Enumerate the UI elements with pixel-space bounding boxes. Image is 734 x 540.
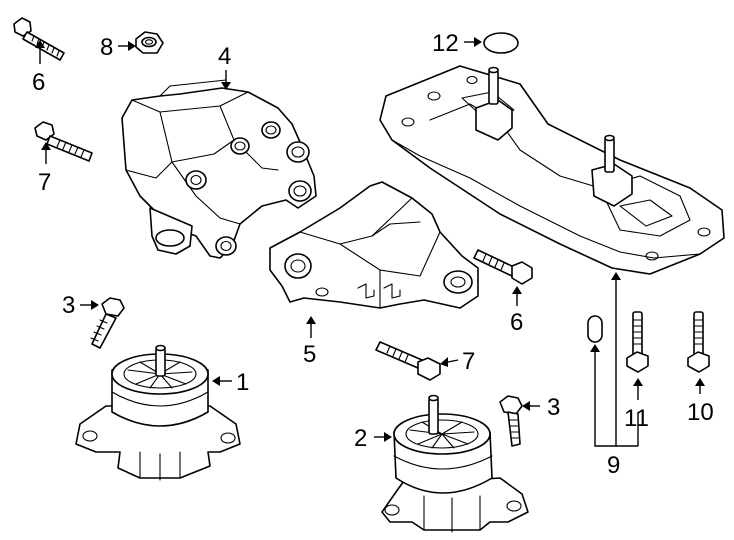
callout-9: 9 (607, 452, 620, 479)
callout-4: 4 (218, 43, 231, 70)
bolt-3-right (499, 395, 523, 447)
callout-6-right: 6 (510, 309, 523, 336)
callout-6-top-left: 6 (32, 69, 45, 96)
bolt-6-right (473, 249, 533, 285)
callout-3-left: 3 (62, 292, 75, 319)
callout-7-right: 7 (462, 348, 475, 375)
bolt-7-right (375, 341, 441, 381)
stud-bolt-11 (626, 311, 649, 373)
callout-2: 2 (354, 425, 367, 452)
callout-12: 12 (432, 30, 459, 57)
bolt-6-top-left (13, 17, 65, 61)
nut-8 (135, 31, 164, 54)
callout-1: 1 (236, 369, 249, 396)
seal-ring-12 (483, 32, 519, 54)
crossmember-9 (379, 65, 725, 275)
leader-lines (35, 37, 705, 447)
callout-10: 10 (687, 399, 714, 426)
callout-7-left: 7 (38, 169, 51, 196)
callout-11: 11 (624, 405, 649, 432)
mount-1 (75, 344, 241, 481)
stud-bolt-10 (687, 311, 710, 373)
callout-8: 8 (100, 34, 113, 61)
bracket-4 (121, 79, 317, 259)
callout-5: 5 (303, 341, 316, 368)
bracket-5 (269, 181, 479, 309)
spacer-9 (587, 315, 603, 343)
callout-3-right: 3 (547, 394, 560, 421)
bolt-3-left (90, 297, 125, 349)
callout-labels: 6 8 4 12 7 3 1 5 6 7 3 2 11 10 9 (32, 30, 714, 479)
mount-2 (381, 394, 529, 533)
bolt-7-left (34, 121, 93, 162)
